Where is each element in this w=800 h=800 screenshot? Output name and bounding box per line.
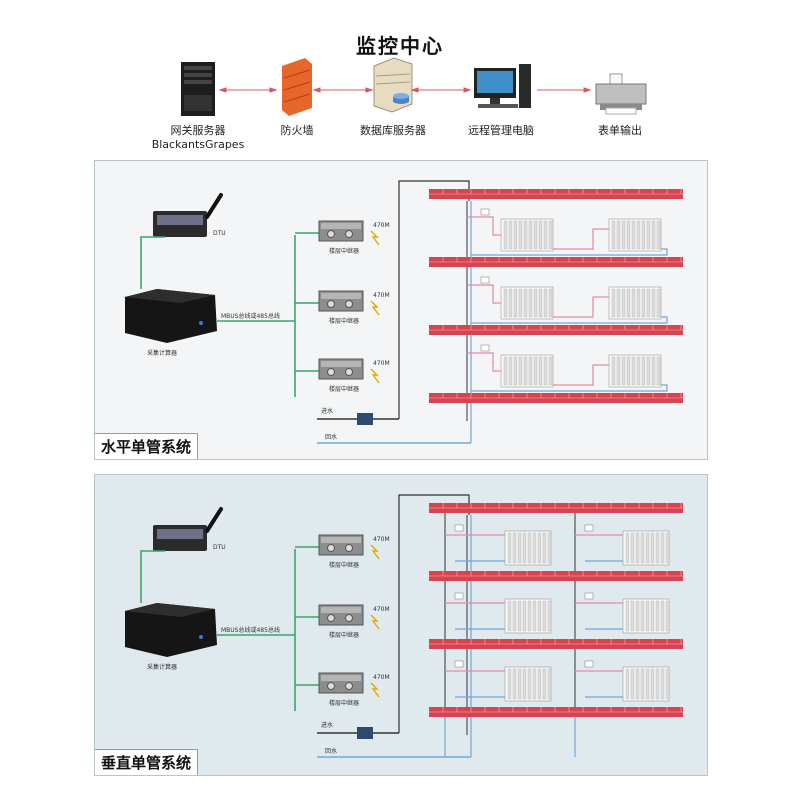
floor-repeater-label-1: 楼层中继器 [329,317,359,325]
repeater-frequency-0: 470M [373,536,390,543]
bus-label: MBUS总线或485总线 [221,312,280,320]
temperature-collector-icon [454,524,464,532]
collector-label: 采集计算器 [147,349,177,357]
wireless-signal-icon [370,230,380,246]
supply-label: 进水 [321,721,333,729]
temperature-collector-icon [584,592,594,600]
supply-riser [398,180,470,419]
repeater-frequency-0: 470M [373,222,390,229]
remote-pc-label: 远程管理电脑 [468,124,534,137]
repeater-frequency-1: 470M [373,292,390,299]
vertical-system-title: 垂直单管系统 [95,749,199,775]
dtu-link-line [140,550,165,603]
floor-repeater-label-2: 楼层中继器 [329,699,359,707]
wireless-signal-icon [370,682,380,698]
database-label: 数据库服务器 [360,124,426,137]
return-label: 回水 [325,747,337,755]
temperature-collector-icon [584,660,594,668]
firewall-label: 防火墙 [280,124,314,137]
dtu-label: DTU [213,230,226,237]
return-branch [471,316,668,324]
printer-icon [595,73,647,115]
wireless-signal-icon [370,300,380,316]
vertical-system-diagram: DTU采集计算器MBUS总线或485总线楼层中继器470M楼层中继器470M楼层… [125,494,683,758]
horizontal-system-title: 水平单管系统 [95,433,199,459]
return-branch [471,384,668,392]
database-server-icon [373,57,413,113]
supply-branch [467,284,501,304]
return-branch [471,248,668,256]
page-title: 监控中心 [356,34,444,58]
collector-device [125,603,217,657]
dtu-link-line [140,236,165,289]
floor-repeater-label-0: 楼层中继器 [329,561,359,569]
supply-label: 进水 [321,407,333,415]
floor-repeater-label-2: 楼层中继器 [329,385,359,393]
dtu-antenna-icon [205,193,223,219]
repeater-frequency-1: 470M [373,606,390,613]
collector-device [125,289,217,343]
firewall-icon [282,58,312,116]
return-label: 回水 [325,433,337,441]
series-pipe [553,228,609,250]
supply-branch [467,352,501,372]
temperature-collector-icon [480,344,490,352]
wireless-signal-icon [370,544,380,560]
dtu-label: DTU [213,544,226,551]
series-pipe [553,364,609,386]
collector-label: 采集计算器 [147,663,177,671]
dtu-antenna-icon [205,507,223,533]
temperature-collector-icon [480,276,490,284]
gateway-server-icon [181,62,215,116]
wireless-signal-icon [370,368,380,384]
floor-repeater-label-1: 楼层中继器 [329,631,359,639]
remote-pc-icon [474,64,531,108]
bus-label: MBUS总线或485总线 [221,626,280,634]
printer-label: 表单输出 [598,124,642,137]
gateway-label: 网关服务器 [170,124,226,137]
repeater-frequency-2: 470M [373,360,390,367]
network-arrows [218,87,592,93]
heat-meter-icon [357,413,373,425]
supply-branch [467,216,501,236]
series-pipe [553,296,609,318]
temperature-collector-icon [584,524,594,532]
temperature-collector-icon [454,592,464,600]
horizontal-system-diagram: DTU采集计算器MBUS总线或485总线楼层中继器470M楼层中继器470M楼层… [125,180,683,444]
temperature-collector-icon [480,208,490,216]
gateway-sublabel: BlackantsGrapes [151,138,245,151]
monitor-center-row [181,57,647,116]
temperature-collector-icon [454,660,464,668]
repeater-frequency-2: 470M [373,674,390,681]
floor-repeater-label-0: 楼层中继器 [329,247,359,255]
heat-meter-icon [357,727,373,739]
wireless-signal-icon [370,614,380,630]
